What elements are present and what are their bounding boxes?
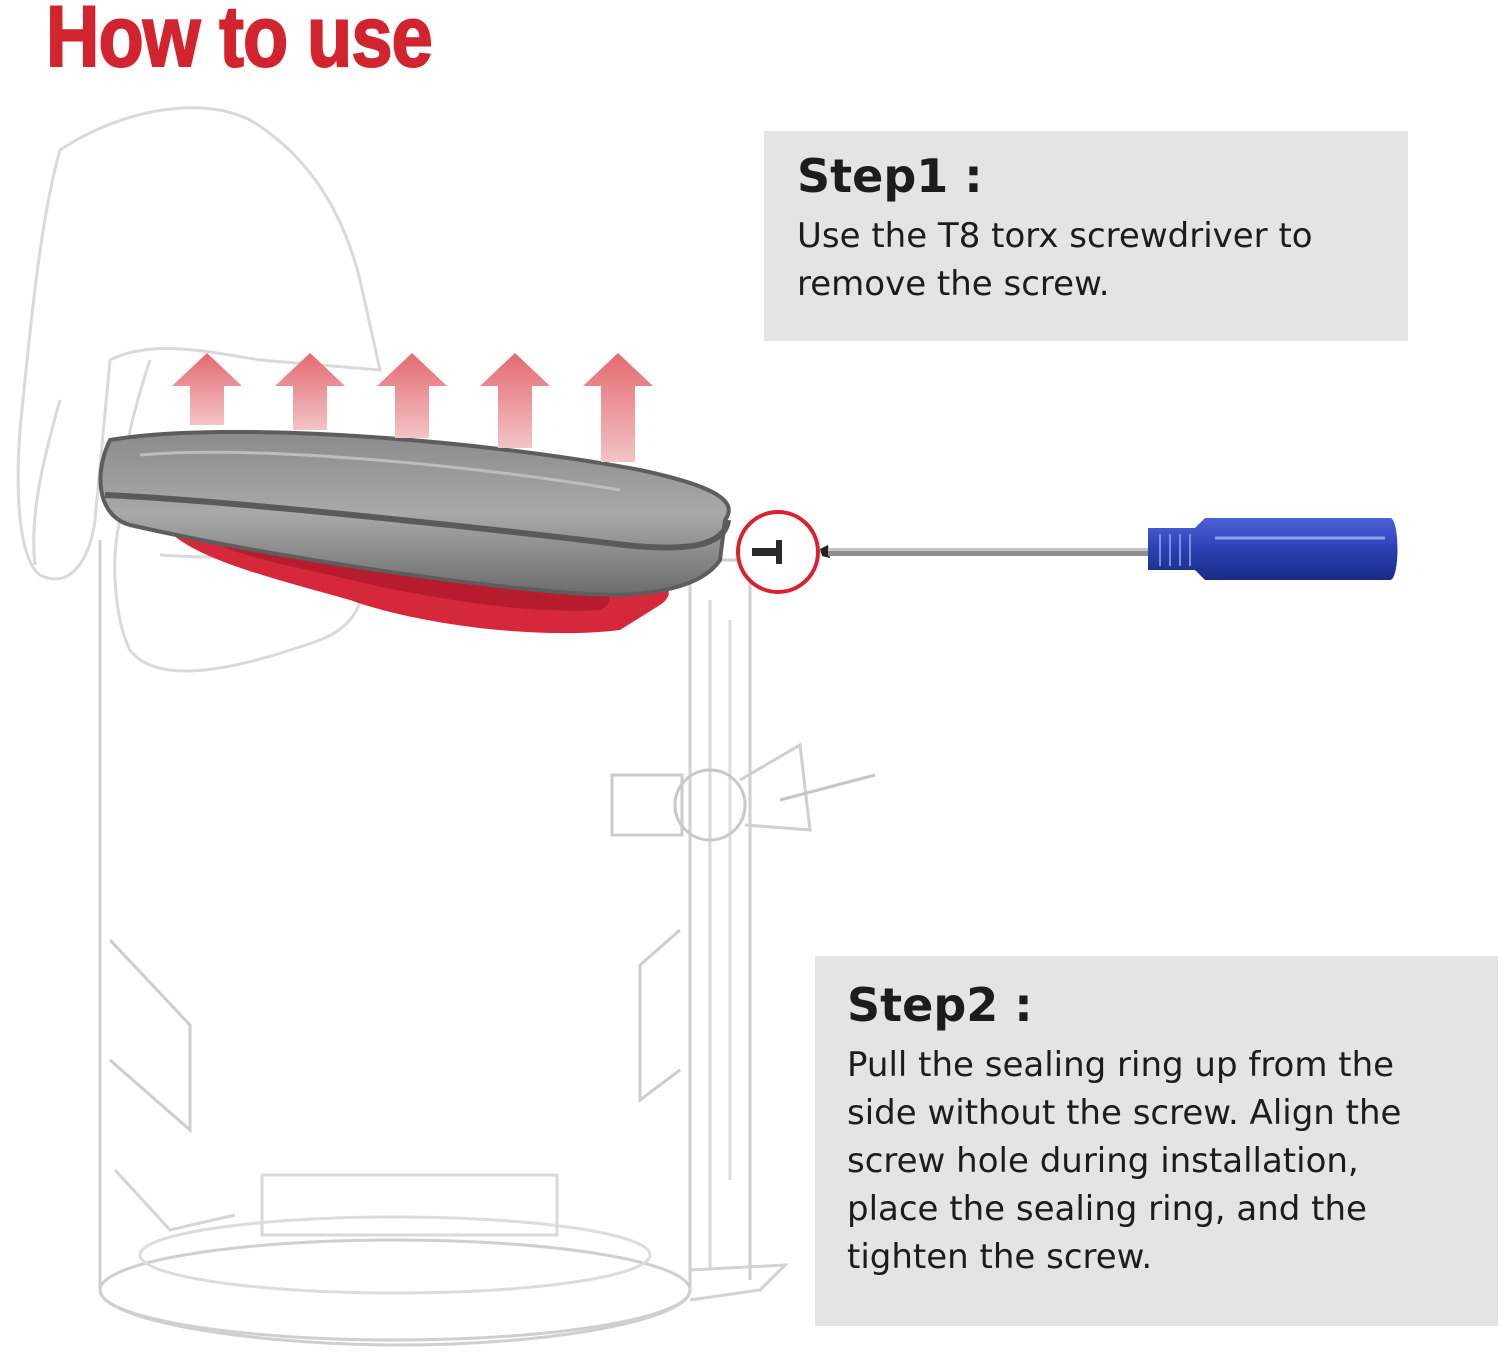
sealing-ring-icon <box>98 429 731 634</box>
page-title: How to use <box>45 0 433 85</box>
step1-box: Step1 : Use the T8 torx screwdriver to r… <box>764 131 1408 341</box>
torx-screwdriver-icon <box>820 518 1398 580</box>
up-arrow-icon <box>583 353 653 462</box>
up-arrow-group <box>172 353 653 462</box>
highlight-circle-icon <box>736 510 820 594</box>
up-arrow-icon <box>480 353 550 448</box>
step2-title: Step2 : <box>847 978 1033 1032</box>
step1-text: Use the T8 torx screwdriver to remove th… <box>797 216 1313 305</box>
step2-text: Pull the sealing ring up from the side w… <box>847 1045 1402 1278</box>
up-arrow-icon <box>377 353 447 438</box>
step1-title: Step1 : <box>797 149 983 203</box>
up-arrow-icon <box>275 353 345 430</box>
screw-icon <box>752 540 782 564</box>
step2-box: Step2 : Pull the sealing ring up from th… <box>815 956 1498 1326</box>
up-arrow-icon <box>172 353 242 425</box>
dust-bin-icon <box>98 540 876 1347</box>
